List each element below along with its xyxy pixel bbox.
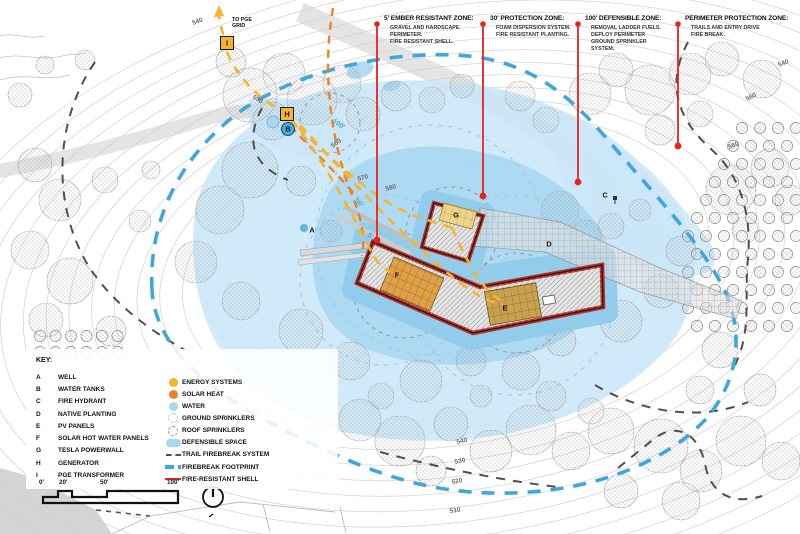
annotation-ember-zone: 5' EMBER RESISTANT ZONE: GRAVEL AND HARD… — [384, 15, 476, 46]
annotation-protection-zone: 30' PROTECTION ZONE: FOAM DISPERSION SYS… — [490, 15, 578, 39]
trellis-deck — [471, 207, 743, 320]
legend-item: ROOF SPRINKLERS — [164, 425, 269, 437]
contour-label: 560 — [727, 140, 740, 150]
terrace-walls — [297, 205, 420, 266]
ground-sprinkler-icon — [164, 413, 182, 424]
marker-letter-f: F — [395, 271, 400, 280]
annotation-perimeter-zone: PERIMETER PROTECTION ZONE: TRAILS AND EN… — [685, 15, 797, 39]
skylight — [541, 294, 557, 306]
legend-item: GROUND SPRINKLERS — [164, 412, 269, 424]
marker-letter-c: C — [602, 191, 608, 200]
legend-item: TRAIL FIREBREAK SYSTEM — [164, 449, 269, 461]
water-dot-icon — [164, 401, 182, 411]
contour-label: 540 — [456, 437, 468, 446]
marker-letter-i: I — [226, 39, 228, 48]
grid-arrowhead — [214, 5, 224, 17]
contour-label: 570 — [357, 173, 370, 183]
scale-bar — [41, 489, 180, 505]
north-arrow-icon — [202, 486, 224, 518]
marker-letter-h: H — [284, 110, 289, 119]
defensible-space-icon — [164, 438, 182, 447]
contour-label: 580 — [385, 183, 398, 193]
annotation-title: 5' EMBER RESISTANT ZONE: — [384, 15, 474, 22]
to-pge-grid-label: TO PGE GRID — [232, 17, 252, 30]
trail-firebreak-icon — [164, 453, 182, 456]
powerwall-panel-g — [438, 202, 478, 230]
contour-label: 560 — [745, 92, 758, 103]
contour-label: 550 — [251, 94, 264, 106]
legend-item: ENERGY SYSTEMS — [164, 376, 269, 388]
legend-item: DEFENSIBLE SPACE — [164, 437, 269, 449]
legend-item: SOLAR HEAT — [164, 388, 269, 400]
marker-letter-d: D — [546, 240, 552, 249]
marker-letter-a: A — [309, 226, 315, 235]
annotation-title: 30' PROTECTION ZONE: — [490, 15, 565, 22]
zone-radius-label: 5' — [366, 232, 375, 241]
legend-item: FIRE-RESISTANT SHELL — [164, 473, 269, 485]
zone-radius-label: 30' — [353, 198, 365, 209]
fire-hydrant-icon — [613, 196, 617, 204]
solar-hot-water-panel-f — [379, 256, 445, 312]
annotation-title: PERIMETER PROTECTION ZONE: — [685, 15, 789, 22]
contour-label: 520 — [451, 477, 463, 486]
contour-label: 540 — [191, 16, 204, 26]
marker-letter-g: G — [453, 211, 459, 220]
pv-panel-e — [483, 282, 543, 326]
key-title: KEY: — [36, 357, 53, 364]
legend-item: WATER — [164, 400, 269, 412]
firebreak-footprint-icon — [164, 465, 182, 469]
solar-heat-lines — [289, 7, 365, 257]
marker-letter-e: E — [503, 304, 508, 313]
annotation-lines — [376, 24, 679, 240]
main-house — [354, 238, 606, 336]
energy-dot-icon — [164, 377, 182, 387]
annotation-title: 100' DEFENSIBLE ZONE: — [585, 15, 662, 22]
firebreak-footprint-loop — [149, 52, 738, 495]
annotation-details: REMOVAL LADDER FUELS. DEPLOY PERIMETER G… — [591, 25, 661, 52]
key-markers: A B C D E F G H I — [220, 36, 608, 313]
solar-heat-dot-icon — [164, 389, 182, 399]
annotation-dots — [373, 21, 682, 244]
annotation-details: GRAVEL AND HARDSCAPE PERIMETER. FIRE RES… — [390, 25, 460, 45]
annotation-details: FOAM DISPERSION SYSTEM. FIRE RESISTANT P… — [496, 25, 571, 38]
roof-sprinkler-icon — [164, 425, 182, 436]
contour-label: 530 — [454, 457, 466, 466]
marker-letter-b: B — [285, 125, 290, 134]
contour-label: 540 — [777, 58, 790, 69]
annotation-defensible-zone: 100' DEFENSIBLE ZONE: REMOVAL LADDER FUE… — [585, 15, 677, 53]
contour-label: 510 — [449, 506, 461, 514]
orchard-grid — [682, 122, 800, 332]
legend-item: FIREBREAK FOOTPRINT — [164, 461, 269, 473]
annotation-details: TRAILS AND ENTRY DRIVE FIRE BREAK. — [691, 25, 760, 38]
legend-symbol-list: ENERGY SYSTEMS SOLAR HEAT WATER GROUND S… — [164, 376, 269, 485]
fire-resistant-shell-icon — [164, 477, 182, 481]
